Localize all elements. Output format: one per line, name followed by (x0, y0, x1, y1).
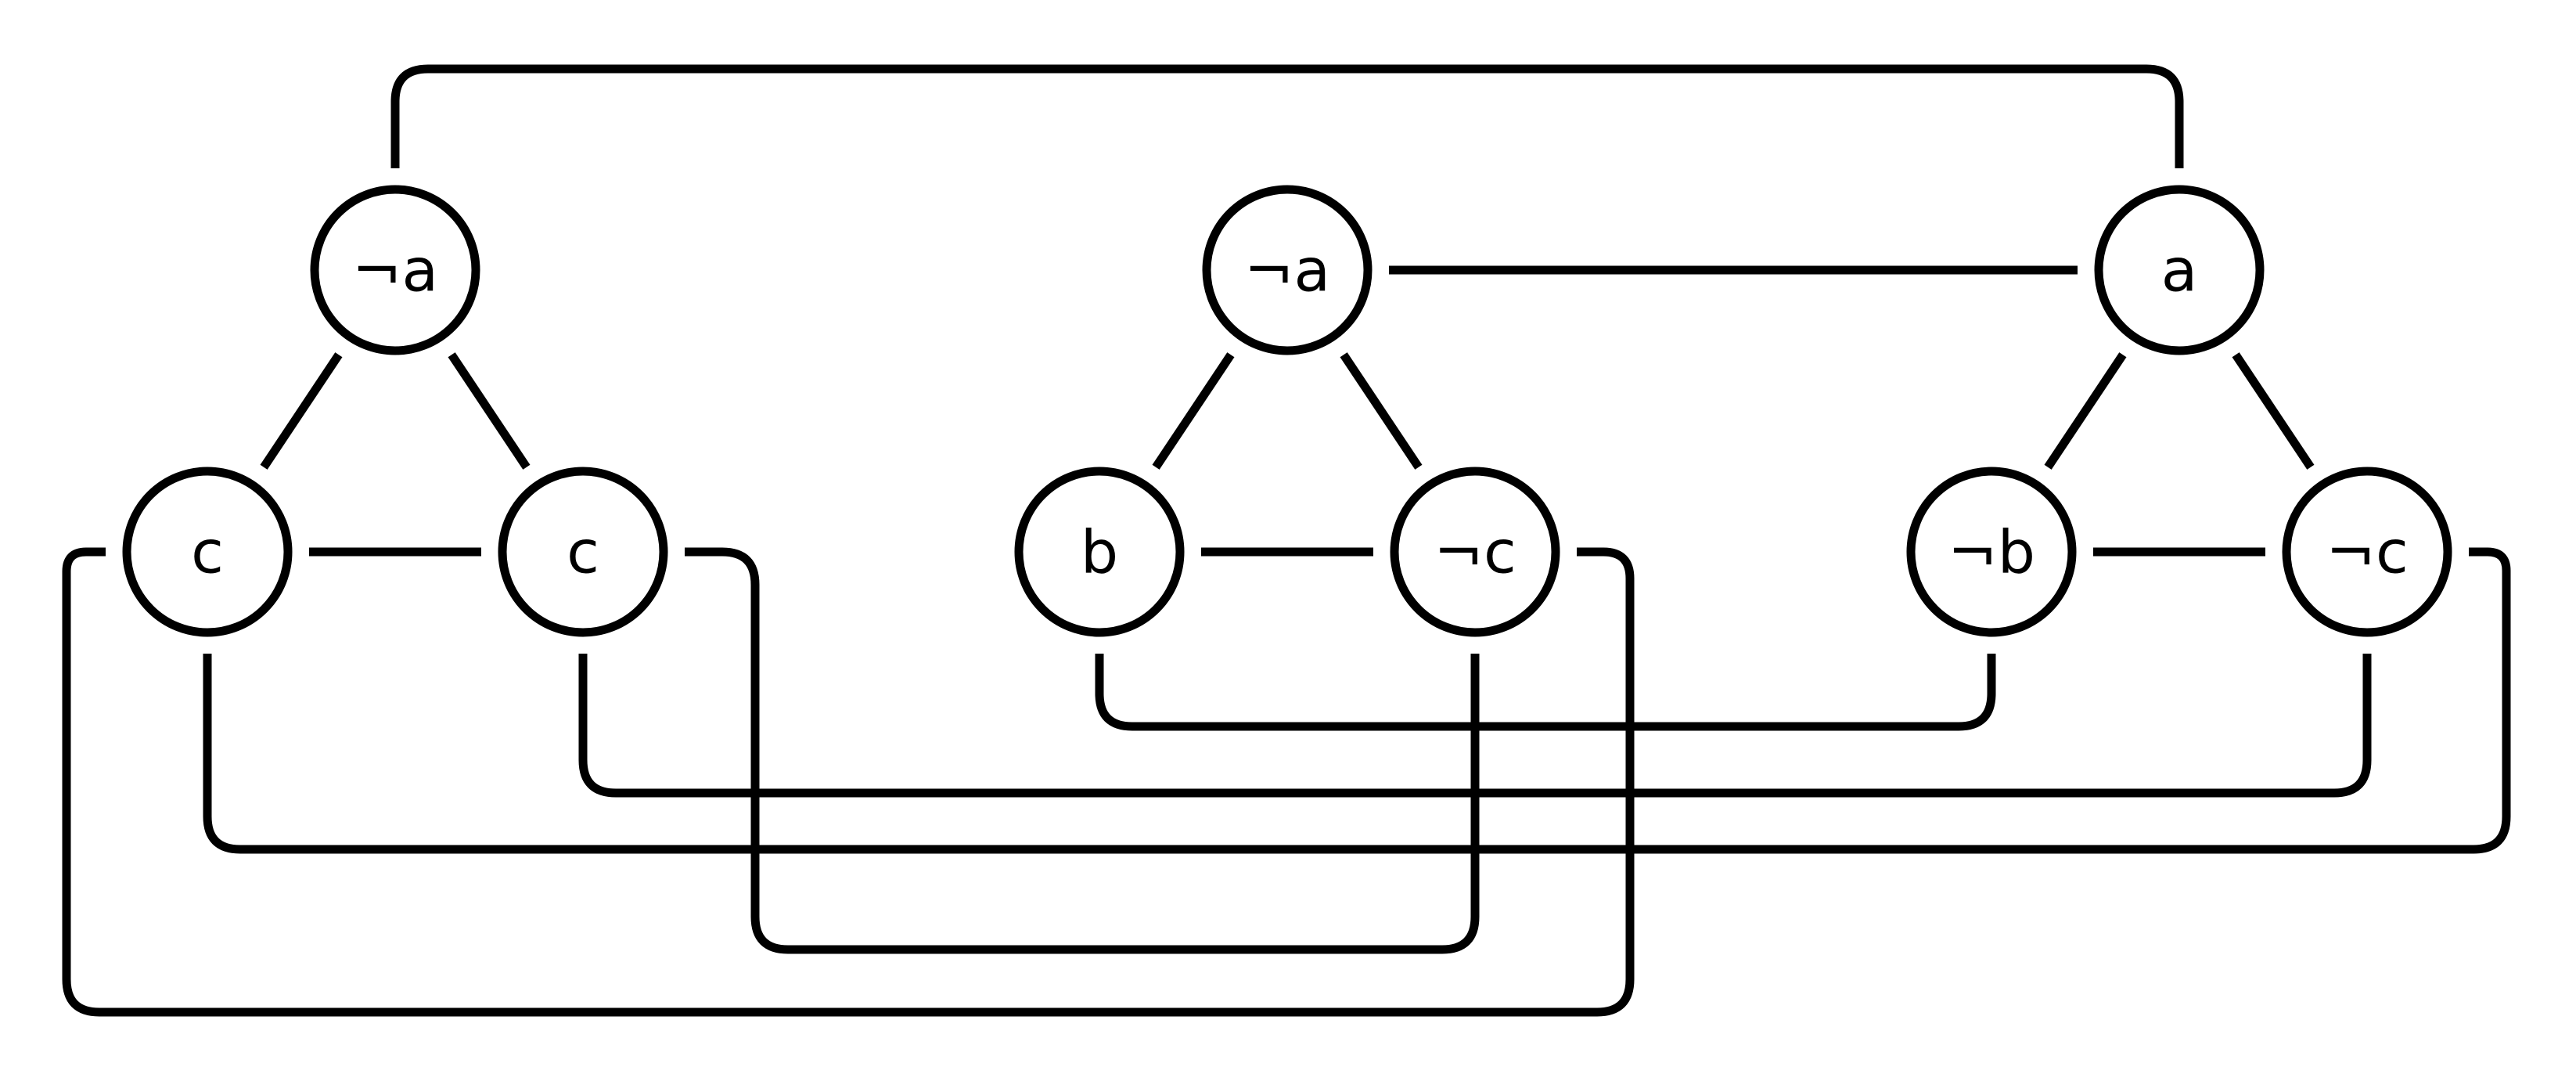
node-label-M_b: b (1081, 517, 1118, 587)
node-circle-R_not_b (1906, 467, 2077, 637)
node-circle-L_c2 (498, 467, 668, 637)
node-R_a: a (2094, 185, 2265, 355)
node-M_not_c: ¬c (1390, 467, 1560, 637)
node-label-R_not_b: ¬b (1948, 517, 2035, 587)
node-label-L_c1: c (191, 517, 224, 587)
edges-layer (62, 64, 2511, 1017)
node-label-R_a: a (2161, 236, 2198, 305)
edge-L_c1-R_not_c (203, 547, 2511, 854)
nodes-layer: ¬a c c ¬a b ¬c a ¬b ¬c (122, 185, 2452, 637)
node-circle-R_not_c (2282, 467, 2452, 637)
node-label-L_c2: c (567, 517, 599, 587)
edge-R_a-R_not_c (2232, 352, 2315, 470)
node-label-L_not_a: ¬a (352, 236, 438, 305)
edge-M_not_a-M_not_c (1340, 352, 1423, 470)
node-circle-M_not_a (1202, 185, 1373, 355)
edge-L_not_a-R_a-top (390, 64, 2184, 168)
node-L_not_a: ¬a (310, 185, 480, 355)
edge-M_b-R_not_b (1095, 654, 1996, 731)
node-label-M_not_c: ¬c (1434, 517, 1516, 587)
node-circle-L_not_a (310, 185, 480, 355)
edge-L_c1-M_not_c (62, 547, 1635, 1017)
edge-L_c2-M_not_c (685, 547, 1480, 954)
node-circle-R_a (2094, 185, 2265, 355)
node-label-R_not_c: ¬c (2326, 517, 2408, 587)
node-circle-M_b (1014, 467, 1185, 637)
node-label-M_not_a: ¬a (1244, 236, 1330, 305)
node-circle-M_not_c (1390, 467, 1560, 637)
edge-L_not_a-L_c2 (448, 352, 531, 470)
node-R_not_c: ¬c (2282, 467, 2452, 637)
node-L_c1: c (122, 467, 293, 637)
edge-M_not_a-M_b (1152, 352, 1235, 470)
edge-L_not_a-L_c1 (260, 352, 343, 470)
node-L_c2: c (498, 467, 668, 637)
node-circle-L_c1 (122, 467, 293, 637)
edge-R_a-R_not_b (2044, 352, 2127, 470)
node-M_not_a: ¬a (1202, 185, 1373, 355)
node-R_not_b: ¬b (1906, 467, 2077, 637)
node-M_b: b (1014, 467, 1185, 637)
